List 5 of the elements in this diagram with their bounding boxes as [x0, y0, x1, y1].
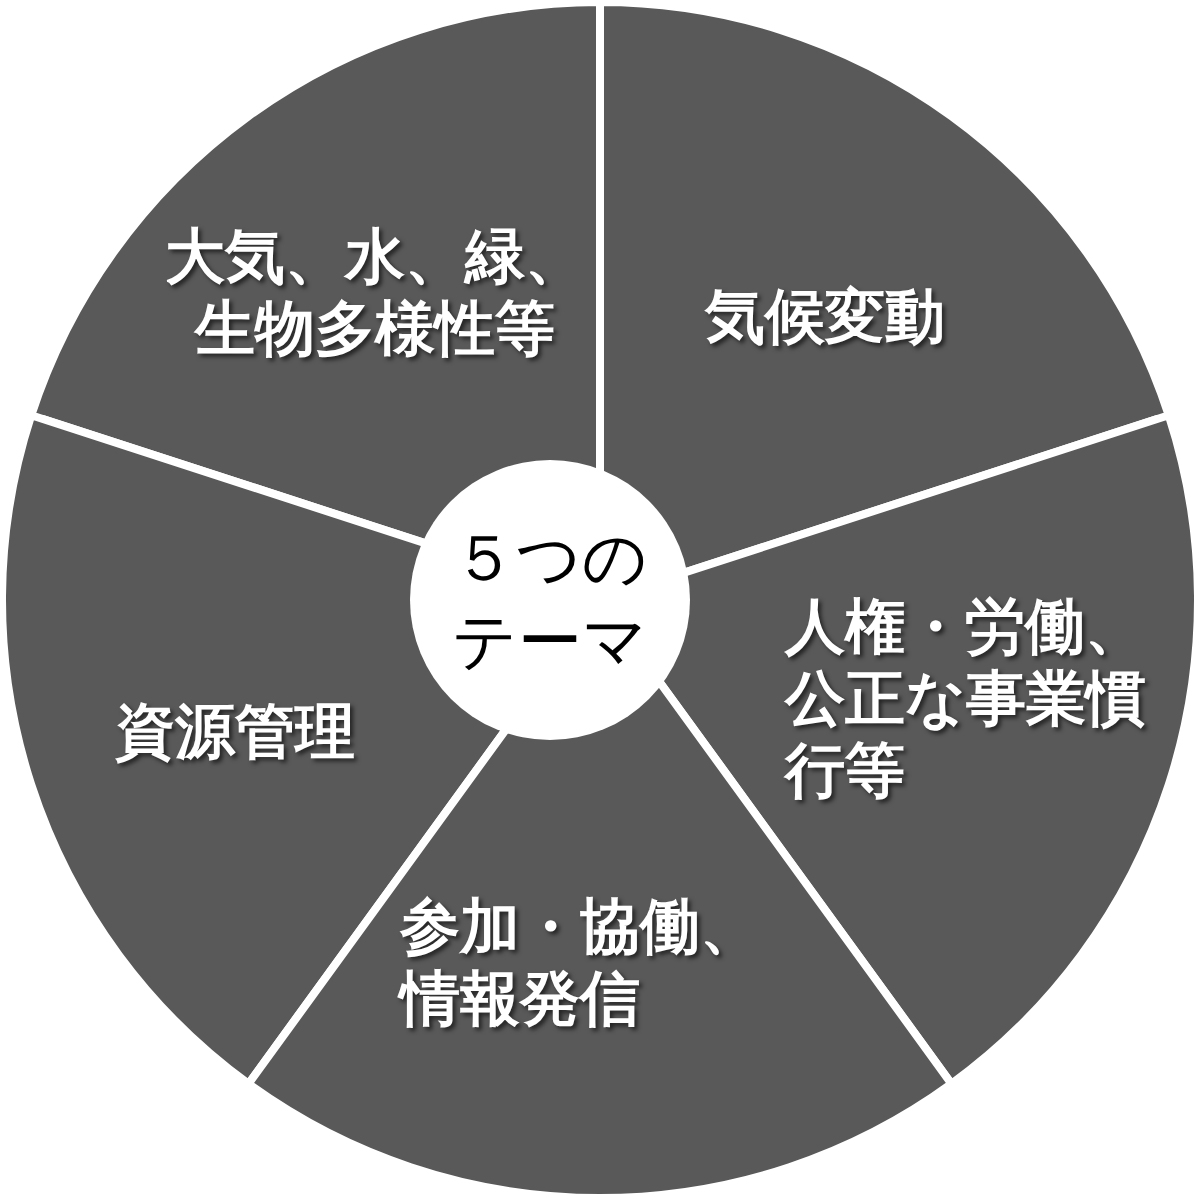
center-label: ５つのテーマ [451, 519, 649, 680]
segment-label: 資源管理 [114, 695, 356, 767]
segment-label: 人権・労働、公正な事業慣行等 [785, 590, 1147, 806]
segment-label: 大気、水、緑、生物多様性等 [164, 220, 586, 364]
segment-label: 気候変動 [703, 280, 946, 352]
